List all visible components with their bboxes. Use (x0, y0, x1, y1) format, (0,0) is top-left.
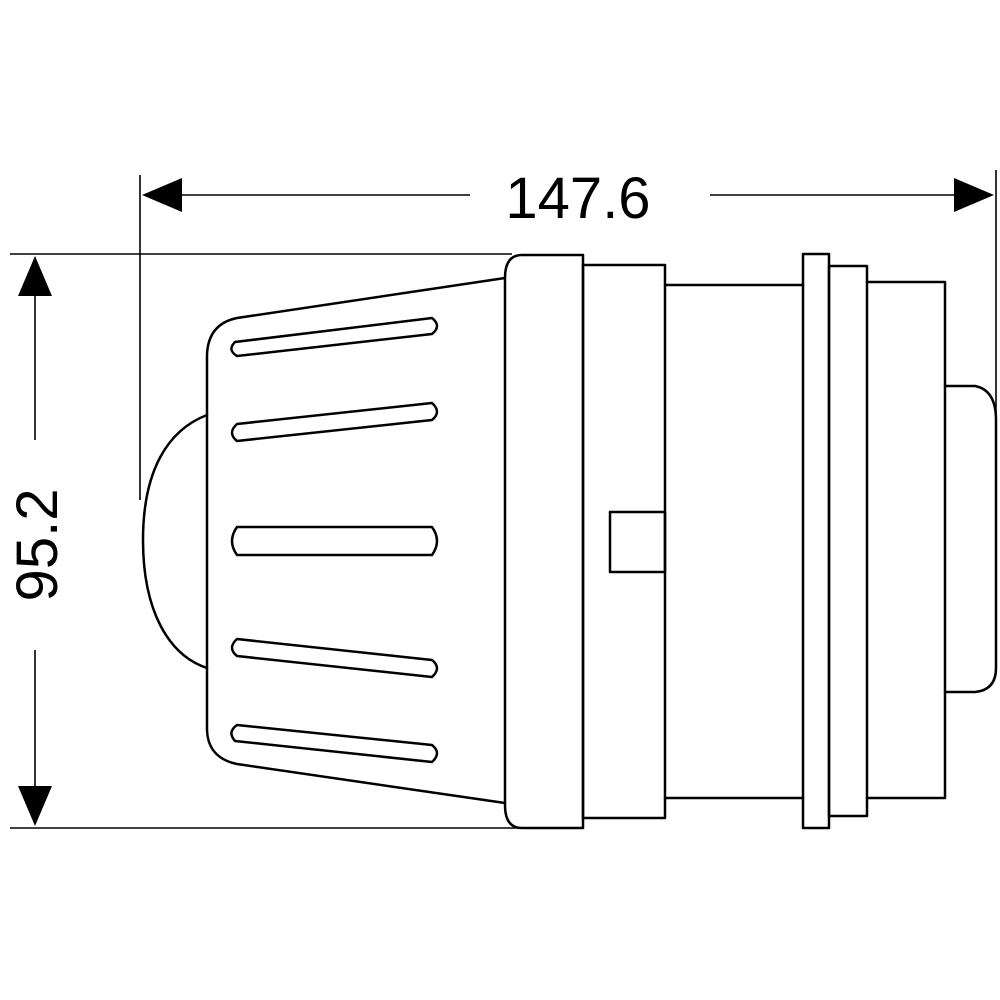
neck (581, 263, 667, 820)
width-dimension: 147.6 (142, 166, 994, 231)
height-dimension: 95.2 (5, 256, 70, 826)
height-arrow-top (18, 256, 52, 296)
grip-slot (230, 723, 439, 764)
grip-slot (230, 525, 439, 557)
width-arrow-right (954, 178, 994, 212)
knob (141, 252, 998, 830)
neck-tab (608, 510, 667, 574)
extension-lines (10, 170, 997, 829)
rear-cap (943, 384, 998, 694)
grip-slots (230, 316, 439, 764)
mounting-flange (801, 252, 831, 830)
height-dimension-label: 95.2 (5, 489, 70, 602)
tapered-cap (205, 276, 507, 805)
collar-band (503, 253, 585, 830)
width-arrow-left (142, 178, 182, 212)
front-dome (141, 413, 209, 670)
height-arrow-bottom (18, 786, 52, 826)
flange-step (827, 264, 869, 818)
grip-slot (230, 316, 439, 358)
grip-slot (230, 637, 439, 679)
rear-body (865, 280, 947, 800)
width-dimension-label: 147.6 (505, 166, 650, 231)
grip-slot (230, 401, 439, 443)
